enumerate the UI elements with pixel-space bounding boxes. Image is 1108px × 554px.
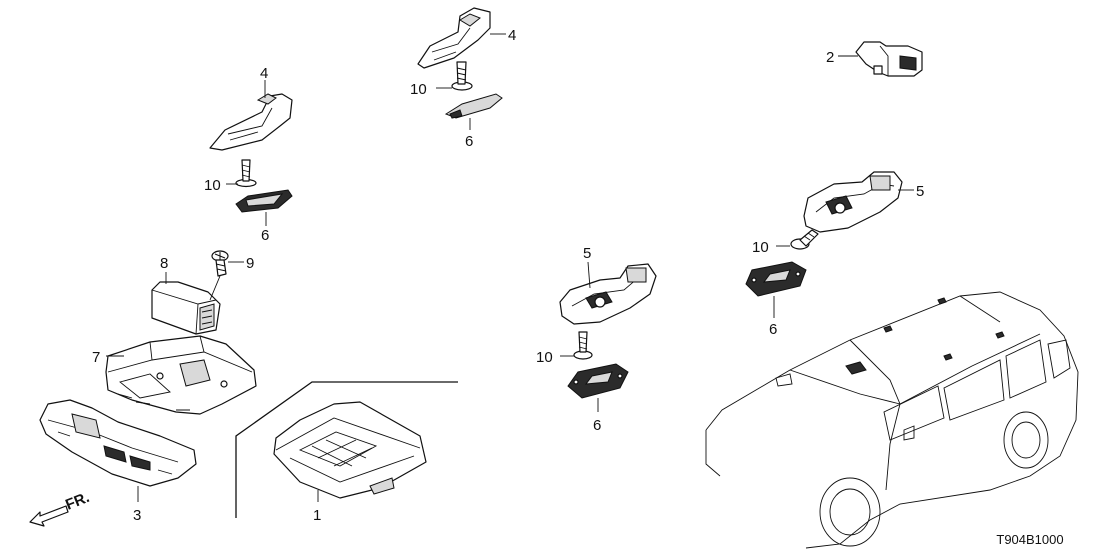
callout-6-center: 6 xyxy=(593,417,601,434)
part-9-screw xyxy=(211,250,229,277)
part-6-lens-top xyxy=(444,93,503,119)
part-6-lens-right xyxy=(745,261,807,297)
part-6-lens-left xyxy=(235,189,293,213)
callout-3: 3 xyxy=(133,507,141,524)
section-frame xyxy=(235,381,458,518)
callout-4-top: 4 xyxy=(508,27,516,44)
part-10-screw-left xyxy=(235,159,257,188)
part-10-screw-center xyxy=(573,331,593,360)
leader-5a xyxy=(587,261,591,289)
diagram-code: T904B1000 xyxy=(996,532,1063,547)
callout-10-center: 10 xyxy=(536,349,553,366)
part-6-lens-center xyxy=(567,363,629,399)
callout-6-left: 6 xyxy=(261,227,269,244)
callout-5-center: 5 xyxy=(583,245,591,262)
callout-5-right: 5 xyxy=(916,183,924,200)
callout-2: 2 xyxy=(826,49,834,66)
callout-10-top: 10 xyxy=(410,81,427,98)
part-10-screw-top xyxy=(451,61,473,91)
part-2-sensor xyxy=(855,41,923,77)
callout-6-right: 6 xyxy=(769,321,777,338)
part-5-map-light-center xyxy=(559,263,657,325)
callout-4-left: 4 xyxy=(260,65,268,82)
part-3-roof-console xyxy=(39,399,197,487)
part-7-bracket xyxy=(105,335,257,415)
leader-9-link xyxy=(209,275,221,301)
part-4-light-housing-top xyxy=(417,7,491,69)
vehicle-illustration xyxy=(705,291,1079,549)
callout-10-left: 10 xyxy=(204,177,221,194)
callout-8: 8 xyxy=(160,255,168,272)
front-direction-arrow xyxy=(29,505,69,527)
callout-7: 7 xyxy=(92,349,100,366)
callout-10-right: 10 xyxy=(752,239,769,256)
part-4-light-housing-left xyxy=(209,93,293,151)
callout-1: 1 xyxy=(313,507,321,524)
callout-9: 9 xyxy=(246,255,254,272)
part-1-cover xyxy=(273,401,427,499)
callout-6-top: 6 xyxy=(465,133,473,150)
front-direction-label: FR. xyxy=(63,489,92,514)
part-10-screw-right xyxy=(790,229,819,250)
part-5-map-light-right xyxy=(803,171,903,233)
part-8-control-module xyxy=(151,281,221,335)
